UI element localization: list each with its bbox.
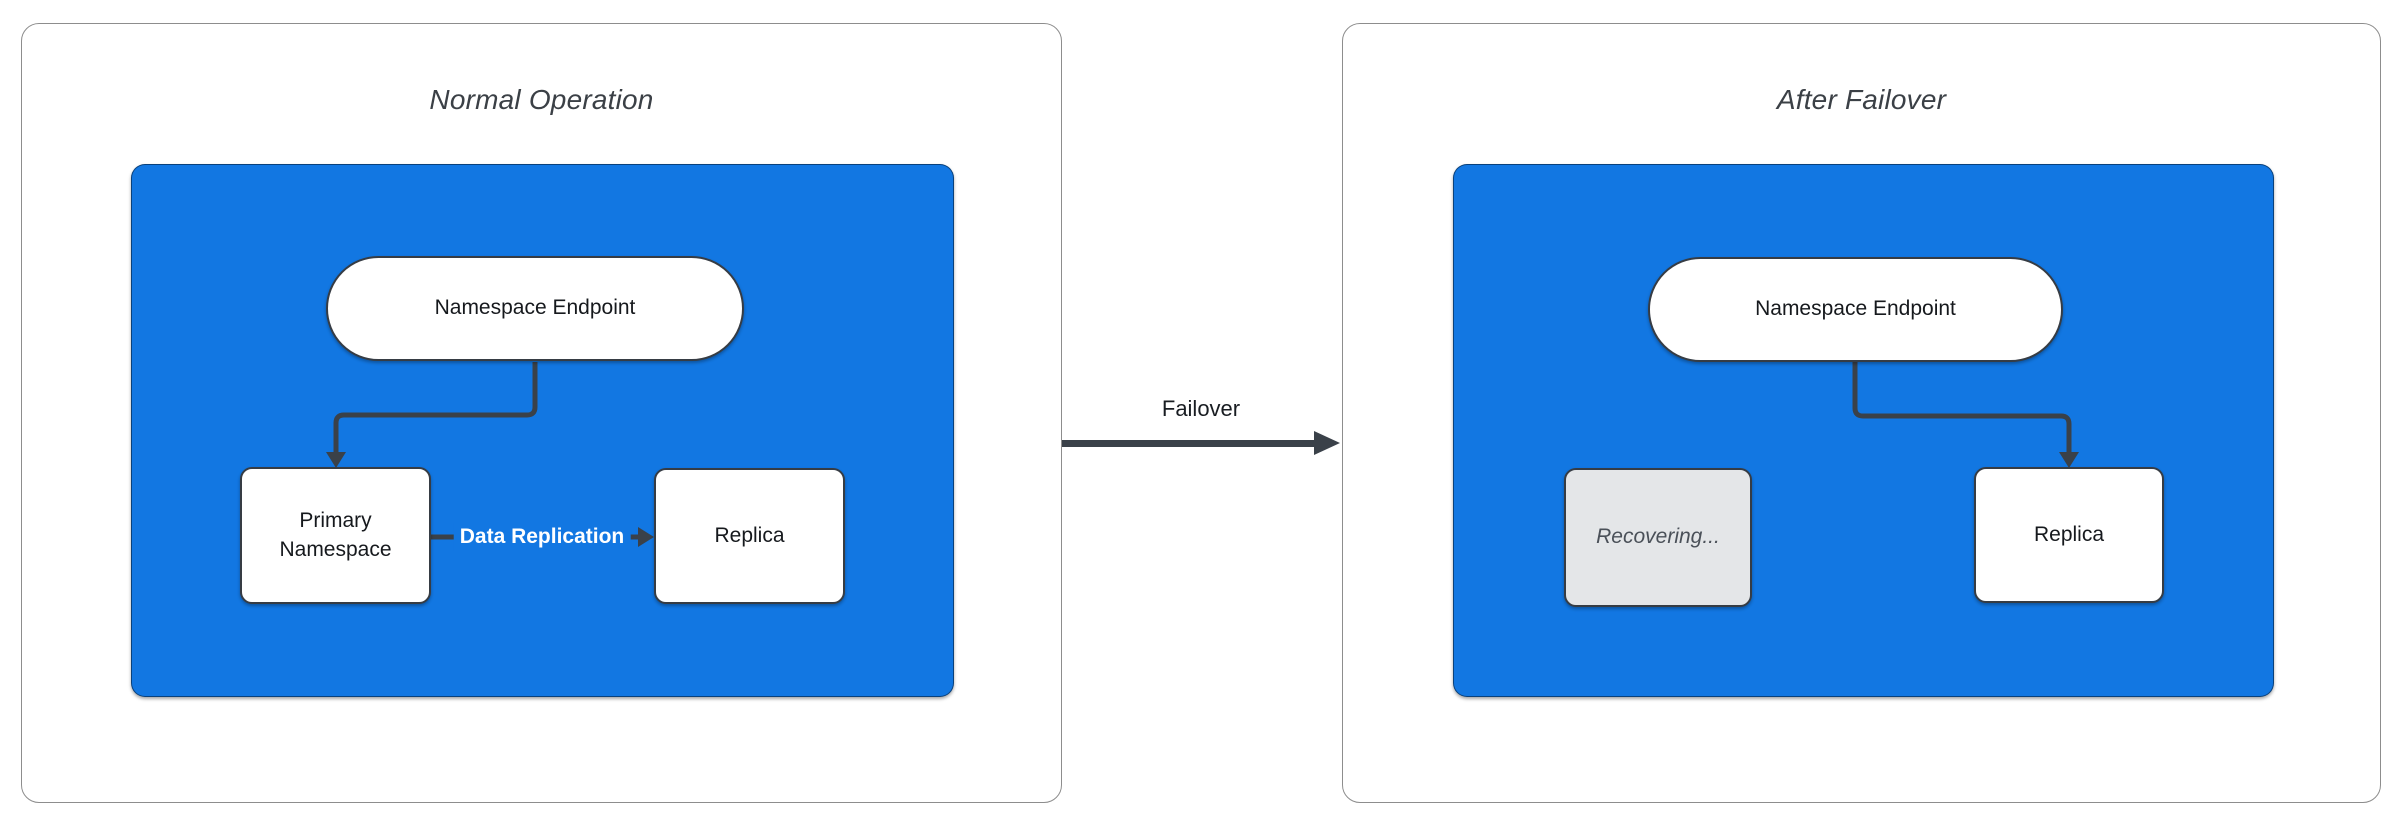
namespace-endpoint-label: Namespace Endpoint <box>1755 297 1956 321</box>
recovering-node: Recovering... <box>1564 468 1752 607</box>
after-failover-panel: After Failover Namespace Endpoint Recove… <box>1342 23 2381 803</box>
primary-namespace-node: Primary Namespace <box>240 467 431 604</box>
replica-label: Replica <box>2033 522 2105 546</box>
namespace-cluster <box>131 164 954 697</box>
primary-namespace-label: Primary Namespace <box>279 509 392 561</box>
namespace-endpoint-node-failover: Namespace Endpoint <box>1648 257 2063 362</box>
recovering-label: Recovering... <box>1596 525 1720 549</box>
replica-label: Replica <box>714 523 785 547</box>
failover-label: Failover <box>1161 396 1241 421</box>
replication-edge-label: Data Replication <box>453 523 631 551</box>
panel-title-after-failover: After Failover <box>1776 84 1947 115</box>
failover-arrow-line <box>1062 440 1314 447</box>
namespace-endpoint-label: Namespace Endpoint <box>434 296 636 320</box>
failover-arrowhead-icon <box>1314 431 1340 455</box>
namespace-endpoint-node: Namespace Endpoint <box>326 256 744 361</box>
replica-node: Replica <box>654 468 845 604</box>
namespace-cluster-failover <box>1453 164 2274 697</box>
normal-operation-panel: Normal Operation Namespace Endpoint Prim… <box>21 23 1062 803</box>
replica-node-failover: Replica <box>1974 467 2164 603</box>
panel-title-normal-operation: Normal Operation <box>429 84 654 115</box>
